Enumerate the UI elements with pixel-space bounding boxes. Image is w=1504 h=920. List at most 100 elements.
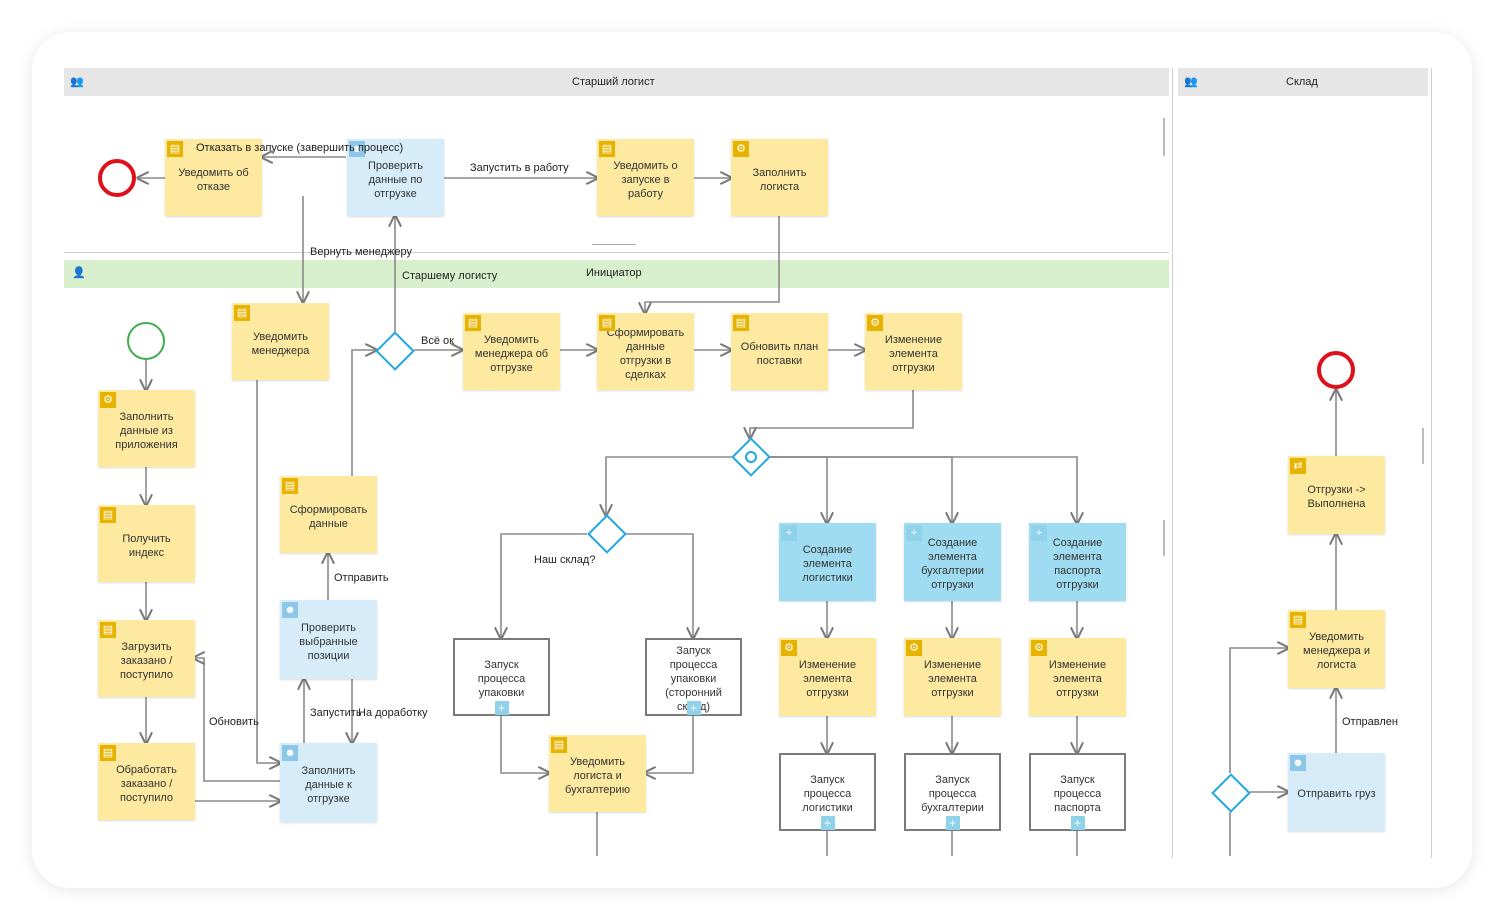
flow-label-return-manager: Вернуть менеджеру <box>310 246 412 258</box>
task-notify-refusal[interactable]: ▤ Уведомить об отказе <box>165 139 262 216</box>
task-process-ordered[interactable]: ▤ Обработать заказано / поступило <box>98 743 195 820</box>
task-label: Запуск процесса паспорта <box>1053 774 1102 814</box>
task-notify-launch[interactable]: ▤ Уведомить о запуске в работу <box>597 139 694 216</box>
task-label: Запуск процесса логистики <box>802 774 853 814</box>
gear-icon: ⚙ <box>100 392 116 408</box>
subprocess-create-logistics[interactable]: + Создание элемента логистики <box>779 523 876 601</box>
task-label: Уведомить менеджера <box>251 330 310 357</box>
flow-label-update: Обновить <box>209 716 259 728</box>
task-label: Заполнить данные из приложения <box>115 410 178 451</box>
diagram-frame: 👥 Старший логист 👥 Склад 👤 Инициатор <box>32 32 1472 888</box>
end-event[interactable] <box>98 159 136 197</box>
task-label: Проверить выбранные позиции <box>299 621 358 662</box>
task-label: Уведомить о запуске в работу <box>613 159 678 200</box>
subprocess-launch-accounting[interactable]: Запуск процесса бухгалтерии + <box>904 753 1001 831</box>
subprocess-launch-logistics[interactable]: Запуск процесса логистики + <box>779 753 876 831</box>
document-icon: ▤ <box>599 141 615 157</box>
document-icon: ▤ <box>1290 612 1306 628</box>
task-label: Изменение элемента отгрузки <box>798 659 857 699</box>
task-label: Отгрузки -> Выполнена <box>1307 484 1366 510</box>
flow-label-rework: На доработку <box>358 707 428 719</box>
task-label: Загрузить заказано / поступило <box>120 640 173 681</box>
task-notify-manager-logist[interactable]: ▤ Уведомить менеджера и логиста <box>1288 610 1385 688</box>
task-send-cargo[interactable]: ☻ Отправить груз <box>1288 753 1385 831</box>
gear-icon: ⚙ <box>781 640 797 656</box>
gear-icon: ⚙ <box>867 315 883 331</box>
task-label: Уведомить об отказе <box>178 166 249 193</box>
subprocess-launch-packing[interactable]: Запуск процесса упаковки + <box>453 638 550 716</box>
task-label: Уведомить менеджера и логиста <box>1303 631 1370 671</box>
task-change-shipment-passport[interactable]: ⚙ Изменение элемента отгрузки <box>1029 638 1126 716</box>
user-task-icon: ☻ <box>282 745 298 761</box>
lane-header-initiator[interactable] <box>64 260 1169 288</box>
task-fill-from-app[interactable]: ⚙ Заполнить данные из приложения <box>98 390 195 467</box>
flow-label-sent: Отправлен <box>1342 716 1398 728</box>
subprocess-create-passport[interactable]: + Создание элемента паспорта отгрузки <box>1029 523 1126 601</box>
task-notify-logist-acc[interactable]: ▤ Уведомить логиста и бухгалтерию <box>549 735 646 812</box>
flow-label-send: Отправить <box>334 572 389 584</box>
task-label: Запуск процесса упаковки <box>477 659 526 699</box>
resize-handle[interactable] <box>1163 520 1165 556</box>
start-event[interactable] <box>127 322 165 360</box>
task-fill-logist[interactable]: ⚙ Заполнить логиста <box>731 139 828 216</box>
document-icon: ▤ <box>733 315 749 331</box>
task-label: Уведомить логиста и бухгалтерию <box>565 755 630 796</box>
document-icon: ▤ <box>551 737 567 753</box>
connectors <box>32 32 1472 856</box>
lane-header-senior[interactable] <box>64 68 1169 96</box>
task-label: Создание элемента паспорта отгрузки <box>1052 537 1103 591</box>
subprocess-plus-icon[interactable]: + <box>820 816 835 830</box>
task-label: Изменение элемента отгрузки <box>884 333 943 374</box>
task-change-shipment-accounting[interactable]: ⚙ Изменение элемента отгрузки <box>904 638 1001 716</box>
lane-title-initiator: Инициатор <box>586 267 642 279</box>
lane-title-senior: Старший логист <box>572 76 655 88</box>
resize-handle[interactable] <box>1163 118 1165 156</box>
lane-header-warehouse[interactable] <box>1178 68 1428 96</box>
task-fill-shipment-data[interactable]: ☻ Заполнить данные к отгрузке <box>280 743 377 822</box>
user-task-icon: ☻ <box>282 602 298 618</box>
task-label: Сформировать данные <box>289 503 368 530</box>
resize-handle[interactable] <box>1422 428 1424 464</box>
task-label: Уведомить менеджера об отгрузке <box>474 333 549 374</box>
task-notify-manager[interactable]: ▤ Уведомить менеджера <box>232 303 329 380</box>
subprocess-create-accounting[interactable]: + Создание элемента бухгалтерии отгрузки <box>904 523 1001 601</box>
lane-divider <box>64 252 1169 253</box>
task-label: Отправить груз <box>1297 788 1376 800</box>
document-icon: ▤ <box>282 478 298 494</box>
subprocess-launch-passport[interactable]: Запуск процесса паспорта + <box>1029 753 1126 831</box>
task-form-data[interactable]: ▤ Сформировать данные <box>280 476 377 553</box>
task-update-plan[interactable]: ▤ Обновить план поставки <box>731 313 828 390</box>
task-shipments-done[interactable]: ⇄ Отгрузки -> Выполнена <box>1288 456 1385 534</box>
flow-label-start-work: Запустить в работу <box>470 162 569 174</box>
subprocess-plus-icon[interactable]: + <box>686 701 701 715</box>
end-event[interactable] <box>1317 351 1355 389</box>
subprocess-plus-icon[interactable]: + <box>1070 816 1085 830</box>
task-change-shipment-logistics[interactable]: ⚙ Изменение элемента отгрузки <box>779 638 876 716</box>
task-label: Создание элемента логистики <box>802 544 853 584</box>
subprocess-launch-packing-ext[interactable]: Запуск процесса упаковки (сторонний скла… <box>645 638 742 716</box>
lane-divider <box>1431 68 1432 858</box>
task-load-ordered[interactable]: ▤ Загрузить заказано / поступило <box>98 620 195 697</box>
task-check-shipment[interactable]: ☻ Проверить данные по отгрузке <box>347 139 444 216</box>
person-icon: 👤 <box>72 267 86 279</box>
subprocess-plus-icon[interactable]: + <box>494 701 509 715</box>
task-label: Изменение элемента отгрузки <box>923 659 982 699</box>
lane-divider <box>1172 68 1173 858</box>
task-label: Создание элемента бухгалтерии отгрузки <box>921 537 984 591</box>
task-form-deal-data[interactable]: ▤ Сформировать данные отгрузки в сделках <box>597 313 694 390</box>
task-get-index[interactable]: ▤ Получить индекс <box>98 505 195 582</box>
task-label: Проверить данные по отгрузке <box>367 159 423 200</box>
task-label: Запуск процесса бухгалтерии <box>921 774 984 814</box>
task-check-selected[interactable]: ☻ Проверить выбранные позиции <box>280 600 377 679</box>
group-icon: 👥 <box>70 76 84 88</box>
document-icon: ▤ <box>234 305 250 321</box>
flow-label-launch: Запустить <box>310 707 362 719</box>
diagram-canvas: 👥 Старший логист 👥 Склад 👤 Инициатор <box>32 32 1472 888</box>
task-label: Получить индекс <box>122 532 171 559</box>
flow-label-refuse: Отказать в запуске (завершить процесс) <box>196 142 404 154</box>
task-label: Обновить план поставки <box>740 340 819 367</box>
subprocess-plus-icon[interactable]: + <box>945 816 960 830</box>
task-change-shipment[interactable]: ⚙ Изменение элемента отгрузки <box>865 313 962 390</box>
task-notify-manager-shipment[interactable]: ▤ Уведомить менеджера об отгрузке <box>463 313 560 390</box>
resize-handle[interactable] <box>592 244 636 245</box>
